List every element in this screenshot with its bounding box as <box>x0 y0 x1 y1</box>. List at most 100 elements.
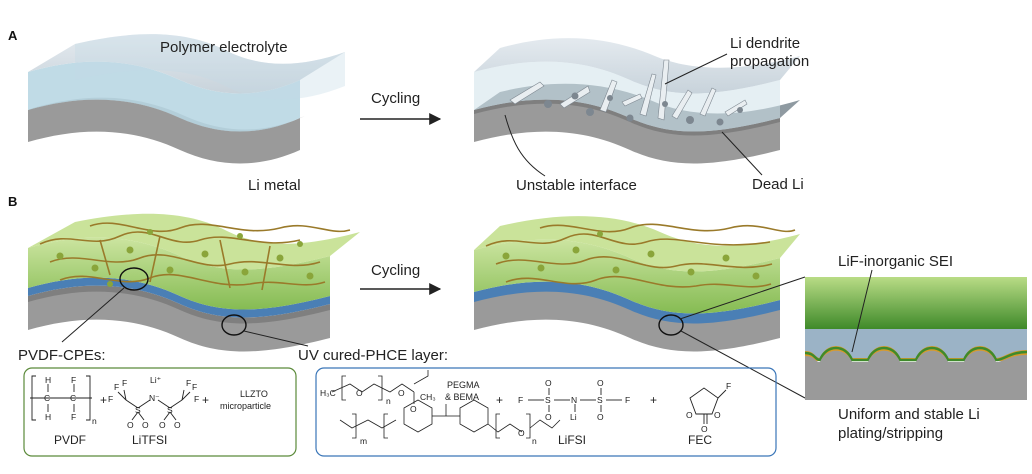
svg-text:F: F <box>114 382 119 392</box>
cpe-leader <box>61 287 125 343</box>
llzto-particles-right <box>502 231 760 280</box>
svg-text:F: F <box>122 378 127 388</box>
cycling-label-a: Cycling <box>371 90 420 107</box>
li-metal-front-cycled <box>474 99 780 164</box>
svg-text:F: F <box>192 382 197 392</box>
pvdf-cpes-label: PVDF-CPEs: <box>18 347 106 364</box>
pvdf-cpe-front <box>28 237 330 310</box>
dead-li-particles <box>544 92 743 126</box>
svg-text:n: n <box>386 396 391 406</box>
litfsi-label: LiTFSI <box>132 433 167 447</box>
zoom-circle-cpe <box>119 267 149 291</box>
svg-text:O: O <box>714 410 721 420</box>
pegma-label-line2: & BEMA <box>445 392 479 402</box>
sei-leader <box>851 269 873 353</box>
phce-layer-b-left <box>28 277 330 318</box>
svg-text:F: F <box>71 375 76 385</box>
svg-text:C: C <box>44 393 50 403</box>
uniform-label-line1: Uniform and stable Li <box>838 406 980 423</box>
svg-text:F: F <box>625 395 630 405</box>
svg-text:n: n <box>92 416 97 426</box>
phce-leader <box>243 330 309 347</box>
plus-4: + <box>650 393 657 407</box>
lifsi-structure: F S N S F O O O O Li <box>518 378 630 422</box>
panel-b-right-stack <box>474 216 800 352</box>
plus-3: + <box>496 393 503 407</box>
pvdf-structure <box>30 375 92 421</box>
svg-text:N: N <box>571 395 577 405</box>
sei-label: LiF-inorganic SEI <box>838 253 953 270</box>
llzto-particles <box>56 229 314 287</box>
polymer-electrolyte-label: Polymer electrolyte <box>160 39 288 56</box>
polymer-electrolyte-top <box>28 34 345 94</box>
plus-2: + <box>202 393 209 407</box>
svg-text:n: n <box>532 436 537 446</box>
svg-text:F: F <box>186 378 191 388</box>
phce-layer-b-right <box>474 281 780 324</box>
svg-text:Li⁺: Li⁺ <box>150 375 161 385</box>
svg-text:S: S <box>167 405 173 415</box>
panel-b-left-stack <box>28 213 360 352</box>
svg-text:m: m <box>360 436 367 446</box>
svg-text:O: O <box>410 404 417 414</box>
cycling-label-b: Cycling <box>371 262 420 279</box>
polymer-fibers <box>39 222 351 291</box>
zoom-li-layer <box>805 350 1027 400</box>
pvdf-label: PVDF <box>54 433 86 447</box>
zoom-line-bottom <box>680 330 806 399</box>
uv-phce-label: UV cured-PHCE layer: <box>298 347 448 364</box>
dendrite-leader <box>664 53 728 85</box>
litfsi-structure: F F F F F F S S O O O O N⁻ Li⁺ <box>108 375 199 430</box>
svg-text:C: C <box>70 393 76 403</box>
li-metal-front <box>28 99 300 164</box>
zoom-circle-phce <box>221 314 247 336</box>
panel-a-right-stack <box>474 38 800 164</box>
dendrite-label-line1: Li dendrite <box>730 35 800 52</box>
panel-b-label: B <box>8 194 17 209</box>
svg-text:O: O <box>597 412 604 422</box>
svg-text:O: O <box>545 412 552 422</box>
svg-text:O: O <box>159 420 166 430</box>
fec-structure: F O O O <box>686 381 731 434</box>
li-metal-label: Li metal <box>248 177 301 194</box>
phce-composition-box <box>315 367 777 457</box>
svg-text:F: F <box>726 381 731 391</box>
lifsi-label: LiFSI <box>558 433 586 447</box>
svg-text:F: F <box>71 412 76 422</box>
pvdf-cpe-composition-box <box>23 367 297 457</box>
svg-text:CH₃: CH₃ <box>420 392 436 402</box>
svg-text:H₃C: H₃C <box>320 388 336 398</box>
svg-text:O: O <box>597 378 604 388</box>
plus-1: + <box>100 393 107 407</box>
unstable-interface-leader <box>504 114 546 177</box>
llzto-line2: microparticle <box>220 401 271 411</box>
svg-text:H: H <box>45 412 51 422</box>
svg-text:O: O <box>518 428 525 438</box>
li-metal-b-left <box>28 289 330 352</box>
svg-text:F: F <box>108 394 113 404</box>
polymer-electrolyte-front <box>28 61 300 132</box>
svg-text:O: O <box>686 410 693 420</box>
dead-li-leader <box>721 131 763 176</box>
svg-text:O: O <box>701 424 708 434</box>
svg-text:O: O <box>142 420 149 430</box>
svg-text:F: F <box>518 395 523 405</box>
svg-text:Li: Li <box>570 412 577 422</box>
svg-text:O: O <box>174 420 181 430</box>
svg-text:H: H <box>45 375 51 385</box>
zoom-line-top <box>679 276 806 320</box>
svg-text:S: S <box>597 395 603 405</box>
svg-text:O: O <box>127 420 134 430</box>
svg-text:O: O <box>398 388 405 398</box>
polymer-fibers-right <box>485 223 796 288</box>
panel-a-left-stack <box>28 34 345 164</box>
pegma-bema-structure: H₃C O n O O CH₃ m n O <box>320 370 561 446</box>
svg-text:S: S <box>545 395 551 405</box>
dendrite-label-line2: propagation <box>730 53 809 70</box>
svg-text:O: O <box>545 378 552 388</box>
pegma-label-line1: PEGMA <box>447 380 480 390</box>
polymer-electrolyte-top-cycled <box>474 38 800 94</box>
dead-li-label: Dead Li <box>752 176 804 193</box>
